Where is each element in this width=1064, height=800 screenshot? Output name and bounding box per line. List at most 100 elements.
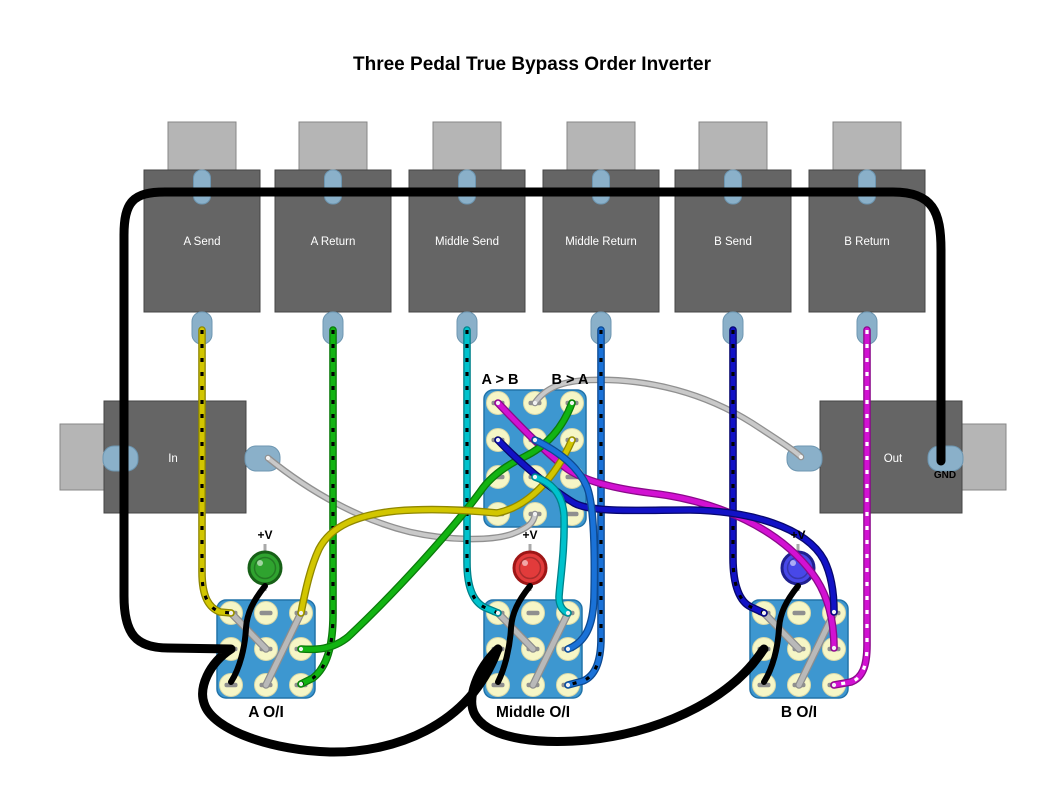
jack-label: Out [884,453,903,465]
wire-tip [532,400,538,406]
led-middle [512,544,548,591]
jack-label: Middle Return [565,236,637,248]
jack-top-lug [592,169,610,205]
jumper-wire [495,610,536,652]
lug-slot [565,511,579,517]
blue-order-to-middle [531,436,599,653]
jack-tab [698,121,768,171]
led-b-ground-core [761,583,801,685]
b-return-wire [830,326,871,689]
jack-tab [566,121,636,171]
led-middle-ground-core [495,583,533,685]
gray-order-to-out [531,376,805,461]
middle-return-wire-dashes [567,330,603,687]
wire-tip [298,610,304,616]
wire-tip [831,645,837,651]
led-highlight [257,560,263,566]
jack-label: B Return [844,236,889,248]
led-b-ground [761,583,801,685]
wire-tip [495,437,501,443]
led-a-ground-core [228,583,268,685]
wire-tip [798,454,804,460]
wire-tip [831,609,837,615]
wire-tip [565,682,571,688]
switch-a-label: A O/I [248,704,284,721]
lug-slot [792,610,806,616]
wire-tip [228,610,234,616]
jack-tab [59,423,105,491]
jack-tab [961,423,1007,491]
led-a-ground [228,583,268,685]
jack-top-lug [724,169,742,205]
lug-slot [491,682,505,688]
jack-tab [167,121,237,171]
wire-tip [495,400,501,406]
jack-label: A Return [311,236,356,248]
lug-slot [224,682,238,688]
a-return-wire [297,326,337,688]
blue-order-to-middle-core [532,437,597,652]
lug-slot [526,610,540,616]
cyan-order-to-middle [531,473,572,617]
wire-tip [265,455,271,461]
jack-in: In [59,400,281,514]
wire-tip [532,511,538,517]
b-send-wire-outline [729,326,768,617]
b-send-wire [729,326,768,617]
wire-tip [298,646,304,652]
led-highlight [522,560,528,566]
jack-label: Middle Send [435,236,499,248]
jack-b-send: B Send [674,121,792,345]
a-return-wire-dashes [300,330,335,686]
b-send-wire-dashes [731,330,765,615]
led-a [247,544,283,591]
ground-bus [119,187,946,757]
jack-tab [832,121,902,171]
jack-label: In [168,453,178,465]
led-highlight [790,560,796,566]
jack-label: A Send [183,236,220,248]
jumper-wire [796,610,837,688]
switch-b-label: B O/I [781,704,817,721]
a-send-wire [198,326,235,617]
lug-slot [259,610,273,616]
wire-tip [831,682,837,688]
diagram-title: Three Pedal True Bypass Order Inverter [353,54,712,75]
jack-top-lug [193,169,211,205]
middle-send-wire [463,326,502,617]
cyan-order-to-middle-core [532,474,571,616]
order-position-label-1: B > A [552,372,589,388]
jack-a-send: A Send [143,121,261,345]
jack-middle-return: Middle Return [542,121,660,345]
wire-tip [569,437,575,443]
jumper-wire [530,610,571,688]
middle-return-wire [564,326,605,689]
jack-a-return: A Return [274,121,392,345]
plus-v-label: +V [257,528,272,542]
gray-order-to-out-core [533,377,803,459]
magenta-order-to-b [494,399,838,652]
led-middle-ground [495,583,533,685]
jack-top-lug [858,169,876,205]
led-inner-ring [518,556,542,580]
yellow-a-to-order-core [298,437,575,616]
magenta-order-to-b-core [495,400,837,651]
plus-v-label: +V [790,528,805,542]
jack-b-return: B Return [808,121,926,345]
jack-middle-send: Middle Send [408,121,526,345]
b-send-wire-core [730,327,767,616]
wire-tip [532,437,538,443]
jack-out: Out [786,400,1007,514]
jack-label: B Send [714,236,752,248]
jumper-wire [263,610,304,688]
jack-top-lug [458,169,476,205]
led-inner-ring [253,556,277,580]
jack-top-lug [324,169,342,205]
wire-tip [495,610,501,616]
wires-layer [119,187,946,757]
ground-bus-core [119,187,946,757]
wire-tip [298,681,304,687]
order-position-label-0: A > B [482,372,519,388]
